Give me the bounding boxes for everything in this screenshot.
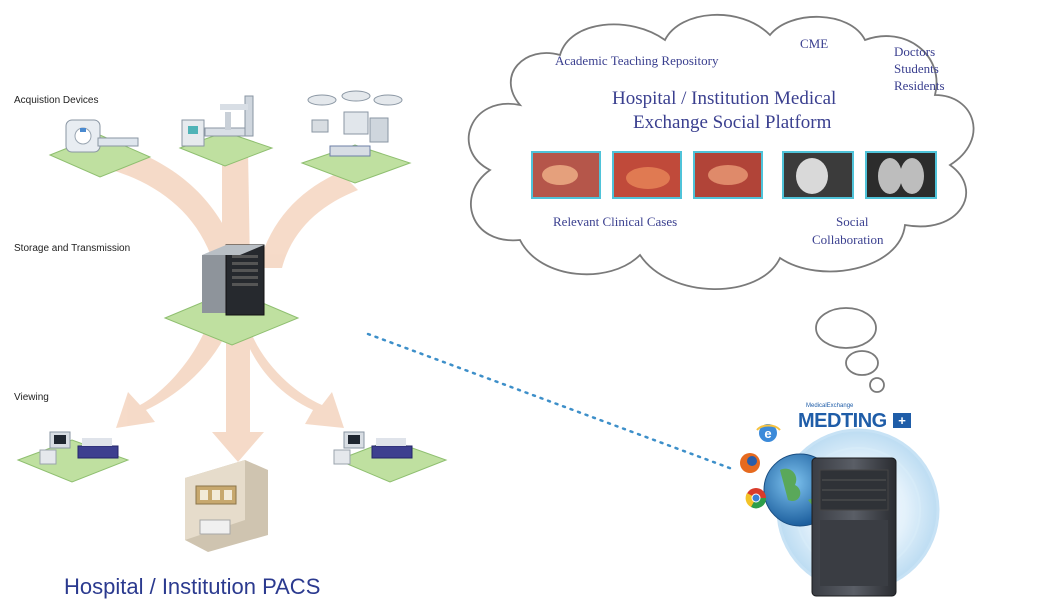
thought-bubble-small: [869, 377, 885, 393]
ct-scanner-icon: [65, 119, 139, 153]
workstation-icon: [39, 431, 119, 465]
image-details: [542, 158, 924, 194]
cloud-audience-students: Students: [894, 61, 939, 76]
arrow-acq-left: [112, 150, 240, 268]
cloud-social-text: Social: [836, 214, 869, 229]
arrow-view-center: [212, 330, 264, 462]
arrow-view-left: [116, 330, 228, 428]
cloud-audience-residents: Residents: [894, 78, 945, 93]
server-rack-icon: [202, 244, 265, 316]
cloud-cme-text: CME: [800, 36, 829, 51]
cloud-platform-title-line2: Exchange Social Platform: [633, 112, 832, 133]
label-storage-transmission: Storage and Transmission: [14, 243, 131, 254]
firefox-browser-icon: [740, 453, 760, 473]
cloud-academic-text: Academic Teaching Repository: [555, 53, 719, 68]
medting-logo: MedicalExchange MEDTING +: [798, 403, 911, 432]
arrow-view-right: [242, 330, 344, 428]
svg-text:+: +: [898, 413, 906, 428]
workstation-icon-right: [333, 431, 413, 465]
label-acquisition-devices: Acquistion Devices: [14, 95, 99, 106]
svg-text:e: e: [764, 426, 771, 441]
pacs-title: Hospital / Institution PACS: [64, 574, 321, 599]
ie-browser-icon: e: [756, 424, 781, 442]
chrome-browser-icon: [745, 488, 767, 509]
server-tower-icon: [811, 457, 897, 597]
arrow-acq-center: [222, 150, 250, 265]
cloud-audience-doctors: Doctors: [894, 44, 936, 59]
flow-arrows: [112, 150, 358, 462]
arrow-acq-right: [258, 172, 358, 268]
xray-table-icon: [181, 95, 254, 147]
cloud-collaboration-text: Collaboration: [812, 232, 884, 247]
logo-brand-text: MEDTING: [798, 410, 887, 432]
logo-small-text: MedicalExchange: [806, 403, 854, 409]
cloud-clinical-cases-text: Relevant Clinical Cases: [553, 214, 678, 229]
thought-bubble-large: [815, 307, 877, 349]
thought-bubble-medium: [845, 350, 879, 376]
surgical-room-icon: [307, 90, 403, 157]
reading-room-icon: [185, 460, 268, 552]
cloud-platform-title-line1: Hospital / Institution Medical: [612, 88, 837, 109]
label-viewing: Viewing: [14, 392, 49, 403]
dotted-connector: [366, 332, 737, 472]
